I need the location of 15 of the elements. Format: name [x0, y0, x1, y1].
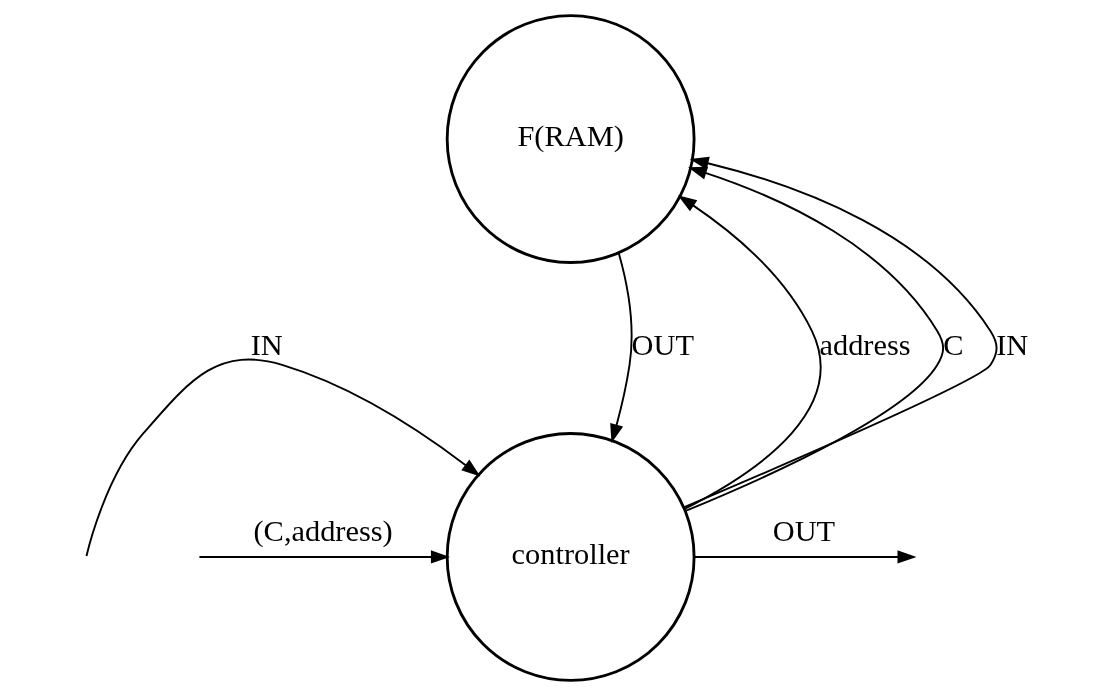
edge-label: IN — [250, 328, 283, 363]
arrow — [683, 156, 998, 509]
edge-label: OUT — [631, 328, 694, 363]
arrow — [198, 550, 450, 564]
arrow — [677, 195, 822, 510]
edge-label: OUT — [772, 514, 836, 549]
edge-label: IN — [996, 328, 1029, 363]
arrow — [685, 166, 945, 512]
arrow — [610, 251, 633, 444]
edge-label: C — [943, 328, 964, 363]
edge-label: address — [819, 328, 911, 363]
arrow — [693, 550, 917, 564]
edge-label: (C,address) — [253, 514, 393, 549]
arrow — [85, 358, 481, 557]
node-circle: controller — [445, 432, 696, 682]
